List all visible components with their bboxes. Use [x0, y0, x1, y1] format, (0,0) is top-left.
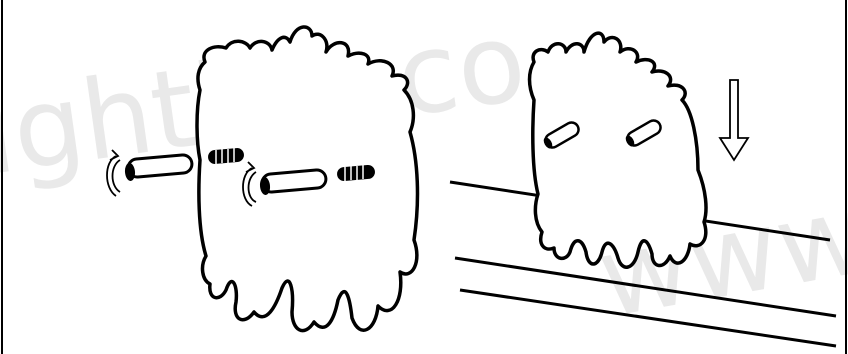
mounted-plate: [530, 33, 707, 267]
down-arrow-icon: [720, 80, 748, 160]
